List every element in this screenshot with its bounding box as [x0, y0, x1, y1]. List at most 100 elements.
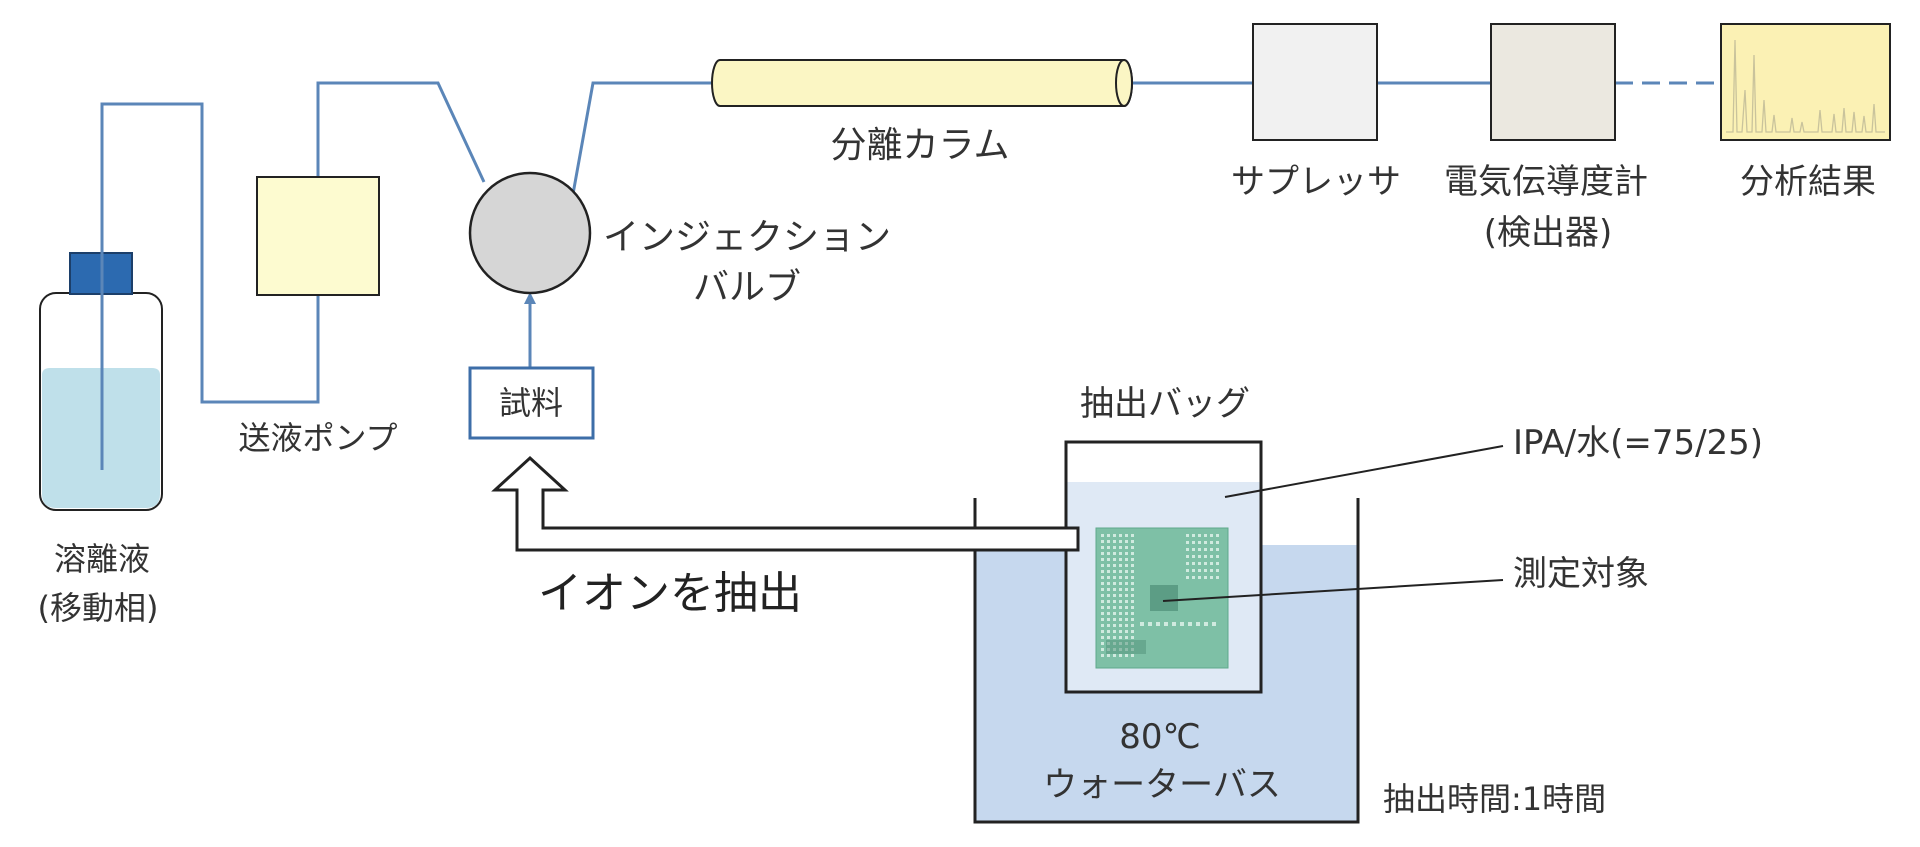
pcb-pad: [1186, 534, 1189, 537]
pcb-pad: [1186, 569, 1189, 572]
pcb-pad: [1216, 555, 1219, 558]
pcb-pad: [1113, 546, 1116, 549]
pcb-pad: [1131, 582, 1134, 585]
pcb-pad: [1186, 548, 1189, 551]
pcb-pad: [1172, 622, 1176, 626]
pcb-pad: [1101, 606, 1104, 609]
separation-column-icon: [711, 59, 1133, 107]
pcb-pad: [1101, 642, 1104, 645]
pcb-pad: [1101, 588, 1104, 591]
pcb-pad: [1119, 534, 1122, 537]
pcb-pad: [1107, 618, 1110, 621]
pcb-pad: [1113, 552, 1116, 555]
tube-pump-to-valve: [316, 81, 486, 183]
pcb-pad: [1131, 576, 1134, 579]
pcb-pad: [1192, 576, 1195, 579]
pcb-pad: [1119, 552, 1122, 555]
detector-label: 電気伝導度計: [1444, 162, 1648, 202]
solvent-label: IPA/水(=75/25): [1513, 423, 1764, 463]
pcb-pad: [1113, 588, 1116, 591]
chromatogram-thumbnail-icon: [1720, 23, 1891, 141]
pcb-pad: [1119, 582, 1122, 585]
pcb-pad: [1204, 555, 1207, 558]
pcb-pad: [1125, 594, 1128, 597]
pcb-pad: [1107, 558, 1110, 561]
pcb-pad: [1107, 582, 1110, 585]
pcb-pad: [1119, 588, 1122, 591]
pcb-pad: [1131, 636, 1134, 639]
pcb-pad: [1113, 624, 1116, 627]
pcb-pad: [1101, 624, 1104, 627]
water-bath-label: ウォーターバス: [1043, 765, 1281, 805]
pcb-pad: [1119, 564, 1122, 567]
injection-valve-sublabel: バルブ: [692, 267, 802, 308]
pcb-pad: [1198, 569, 1201, 572]
pcb-pad: [1113, 612, 1116, 615]
bath-container: [973, 498, 1360, 824]
pcb-pad: [1140, 622, 1144, 626]
pcb-pad: [1198, 534, 1201, 537]
pcb-pad: [1131, 570, 1134, 573]
pcb-pad: [1107, 546, 1110, 549]
pcb-pad: [1101, 570, 1104, 573]
pcb-pad: [1119, 624, 1122, 627]
pcb-pad: [1186, 555, 1189, 558]
pcb-pad: [1101, 594, 1104, 597]
tube-valve-to-column: [571, 81, 713, 195]
suppressor-label: サプレッサ: [1231, 162, 1401, 202]
pcb-pad: [1101, 534, 1104, 537]
pcb-pad: [1204, 576, 1207, 579]
pcb-pad: [1131, 534, 1134, 537]
pcb-pad: [1198, 555, 1201, 558]
pcb-pad: [1192, 541, 1195, 544]
pcb-pad: [1119, 612, 1122, 615]
pcb-pad: [1198, 541, 1201, 544]
pcb-pad: [1113, 582, 1116, 585]
pcb-pad: [1107, 576, 1110, 579]
temperature-label: 80℃: [1119, 717, 1201, 757]
pcb-pad: [1198, 562, 1201, 565]
pcb-pad: [1131, 564, 1134, 567]
pcb-pad: [1186, 541, 1189, 544]
extraction-bag-label: 抽出バッグ: [1080, 384, 1250, 424]
pcb-pad: [1107, 630, 1110, 633]
pcb-pad: [1113, 606, 1116, 609]
pcb-pad: [1131, 552, 1134, 555]
pcb-pad: [1216, 534, 1219, 537]
pcb-pad: [1204, 562, 1207, 565]
pcb-pad: [1119, 618, 1122, 621]
pcb-pad: [1113, 630, 1116, 633]
sample-box: [468, 366, 595, 440]
pcb-pad: [1125, 636, 1128, 639]
detector-box: [1490, 23, 1616, 141]
pcb-pad: [1131, 606, 1134, 609]
leader-target: [1162, 579, 1504, 602]
pcb-pad: [1125, 552, 1128, 555]
pcb-pad: [1192, 534, 1195, 537]
pcb-pad: [1119, 600, 1122, 603]
pcb-pad: [1107, 552, 1110, 555]
pcb-pad: [1107, 654, 1110, 657]
pcb-pad: [1131, 630, 1134, 633]
pcb-pad: [1119, 546, 1122, 549]
pcb-pad: [1125, 534, 1128, 537]
pcb-pad: [1113, 600, 1116, 603]
pcb-pad: [1107, 534, 1110, 537]
reservoir-bottle-icon: [39, 104, 163, 511]
pcb-pad: [1210, 541, 1213, 544]
pcb-pad: [1113, 576, 1116, 579]
pcb-pad: [1101, 582, 1104, 585]
injection-valve-label: インジェクション: [602, 217, 892, 258]
pcb-pad: [1125, 612, 1128, 615]
pcb-pad: [1119, 636, 1122, 639]
pcb-pad: [1164, 622, 1168, 626]
pcb-pad: [1216, 562, 1219, 565]
pcb-pad: [1119, 576, 1122, 579]
pcb-pad: [1101, 612, 1104, 615]
pcb-pad: [1101, 552, 1104, 555]
pcb-pad: [1119, 558, 1122, 561]
pcb-pad: [1113, 618, 1116, 621]
detector-sublabel: (検出器): [1483, 213, 1613, 253]
